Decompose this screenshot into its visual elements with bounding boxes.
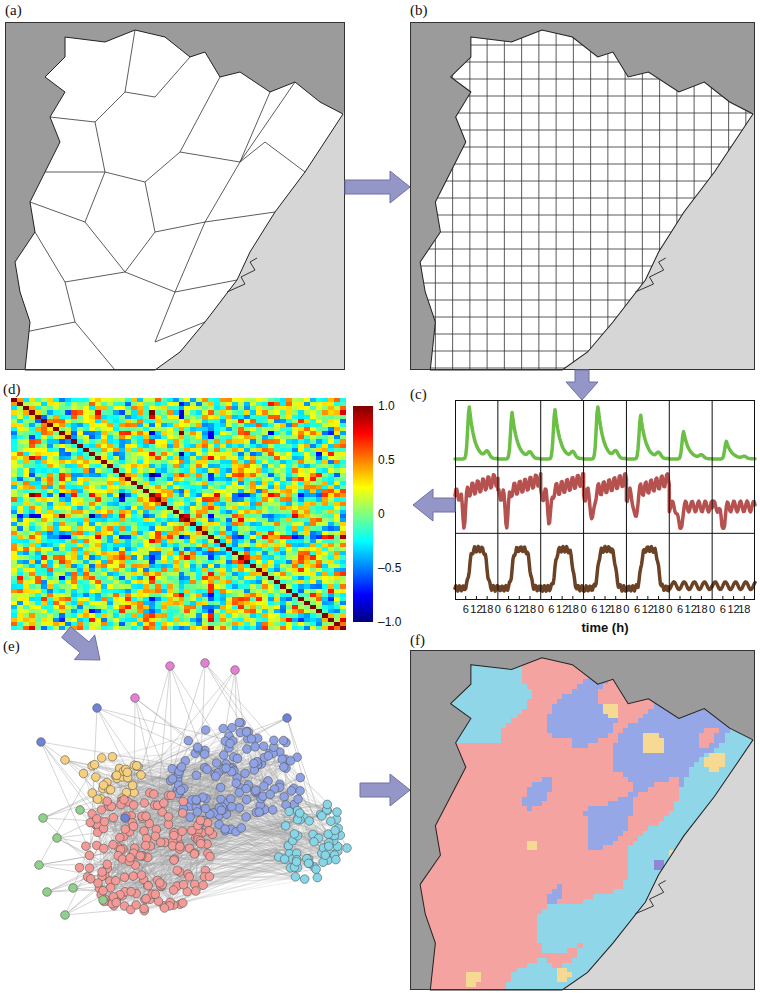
figure-stage: (a)(b)(c)(d)(e)(f)6121806121806121806121… — [0, 0, 760, 993]
